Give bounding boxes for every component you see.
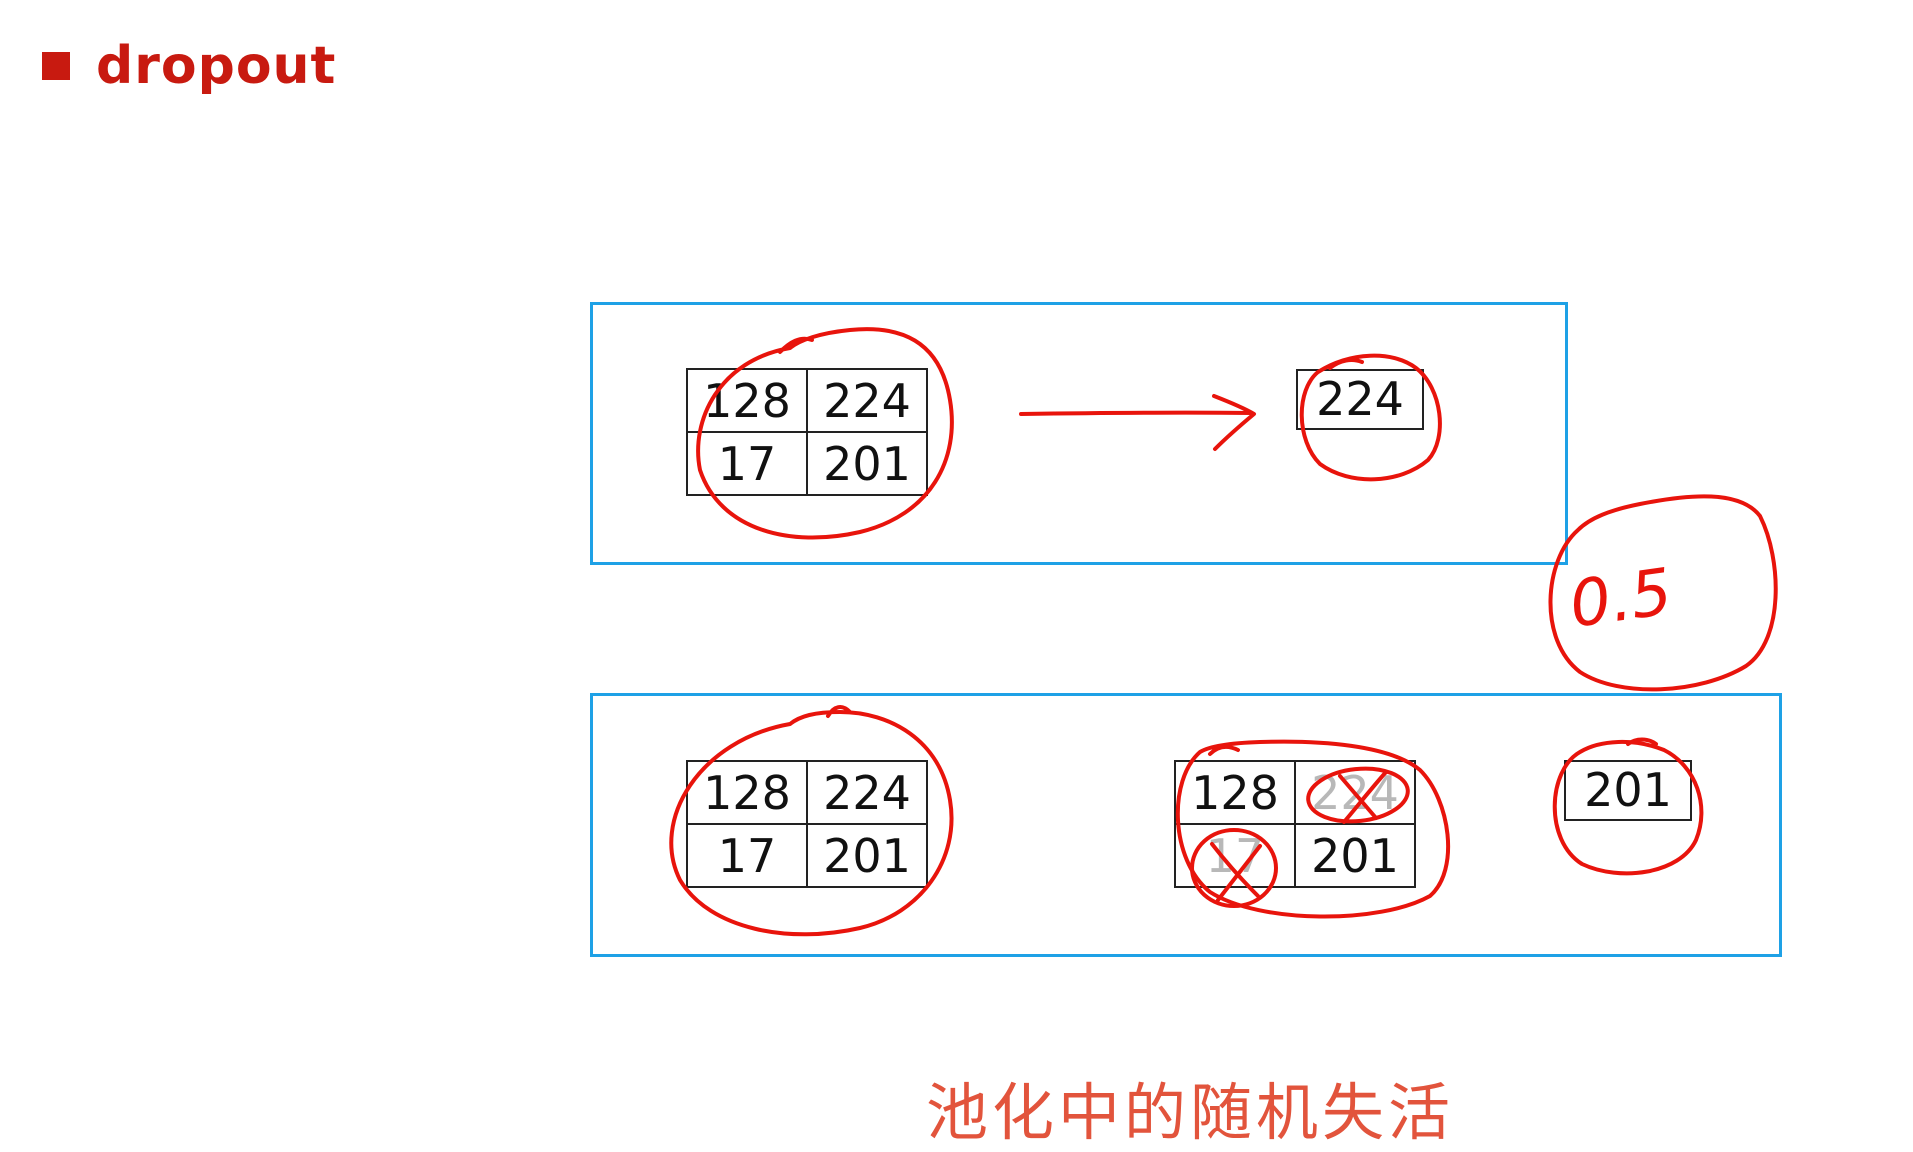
slide-caption: 池化中的随机失活 [926, 1076, 1455, 1149]
bullet-square-icon [42, 52, 70, 80]
top-output-cell: 224 [1296, 369, 1424, 430]
grid-cell: 128 [686, 368, 808, 433]
heading-text: dropout [96, 36, 337, 96]
grid-cell: 128 [1174, 760, 1296, 825]
grid-cell: 17 [686, 431, 808, 496]
top-input-grid: 128 224 17 201 [686, 368, 928, 496]
grid-cell: 224 [806, 760, 928, 825]
probability-annotation: 0.5 [1565, 555, 1677, 643]
slide-heading: dropout [42, 36, 336, 96]
bottom-output-cell: 201 [1564, 760, 1692, 821]
bottom-example-panel [590, 693, 1782, 957]
dropped-grid-cell: 17 [1174, 823, 1296, 888]
grid-cell: 17 [686, 823, 808, 888]
top-example-panel [590, 302, 1568, 565]
bottom-input-grid: 128 224 17 201 [686, 760, 928, 888]
grid-cell: 201 [806, 431, 928, 496]
bottom-dropped-grid: 128 224 17 201 [1174, 760, 1416, 888]
grid-cell: 201 [806, 823, 928, 888]
dropped-grid-cell: 224 [1294, 760, 1416, 825]
grid-cell: 201 [1294, 823, 1416, 888]
grid-cell: 128 [686, 760, 808, 825]
grid-cell: 224 [806, 368, 928, 433]
